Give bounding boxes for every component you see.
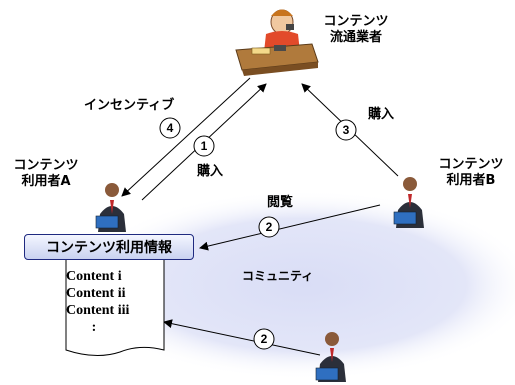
view-label: 閲覧 [267, 195, 294, 210]
user-c-figure [315, 332, 346, 382]
step-1-circle: 1 [193, 135, 215, 157]
view-arrow-b [199, 204, 381, 251]
distributor-label: コンテンツ 流通業者 [318, 14, 394, 46]
user-a-label-line1: コンテンツ [13, 158, 79, 173]
step-4-circle: 4 [159, 117, 181, 139]
user-b-figure [393, 177, 424, 228]
step-2-circle-b: 2 [258, 216, 280, 238]
community-label: コミュニティ [242, 269, 314, 283]
purchase-label-a: 購入 [197, 164, 224, 179]
content-item: Content ii [66, 286, 126, 301]
incentive-label: インセンティブ [84, 98, 175, 113]
step-3-circle: 3 [335, 119, 357, 141]
user-a-label-line2: 利用者A [21, 174, 71, 189]
view-arrow-c [163, 319, 321, 356]
content-item: Content iii [66, 303, 130, 318]
user-a-figure [95, 183, 126, 232]
incentive-arrow [121, 77, 251, 197]
content-list: Content i Content ii Content iii : [66, 268, 166, 336]
svg-text:4: 4 [167, 121, 174, 135]
svg-text:2: 2 [266, 220, 273, 234]
distributor-figure [235, 9, 319, 76]
user-b-label-line2: 利用者B [446, 173, 496, 188]
step-2-circle-c: 2 [253, 328, 275, 350]
content-item: : [91, 320, 97, 335]
content-document [65, 257, 165, 356]
user-b-label-line1: コンテンツ [438, 157, 504, 172]
svg-text:3: 3 [343, 123, 350, 137]
svg-text:2: 2 [261, 332, 268, 346]
distributor-label-line1: コンテンツ [323, 14, 389, 29]
user-b-label: コンテンツ 利用者B [432, 157, 510, 189]
usage-info-box: コンテンツ利用情報 [24, 234, 194, 260]
purchase-label-b: 購入 [368, 107, 395, 122]
svg-text:1: 1 [201, 139, 208, 153]
user-a-label: コンテンツ 利用者A [8, 158, 84, 190]
content-item: Content i [66, 269, 122, 284]
distributor-label-line2: 流通業者 [329, 30, 382, 45]
